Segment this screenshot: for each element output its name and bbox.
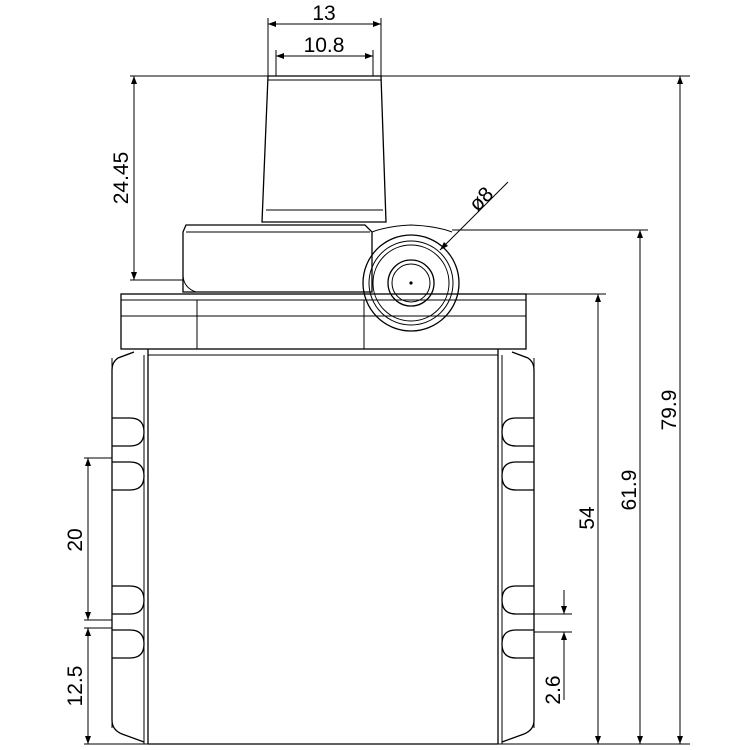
cap-shoulder	[182, 224, 373, 293]
dim-total-height: 79.9	[381, 75, 690, 745]
dim-body-height: 54	[130, 293, 606, 744]
dim-port-height: 61.9	[452, 229, 648, 744]
dim-label-79-9: 79.9	[658, 390, 681, 431]
flange	[120, 293, 527, 350]
dim-groove-depth: 2.6	[534, 590, 572, 705]
dim-label-2-6: 2.6	[542, 675, 565, 704]
dim-top-outer-width: 13	[267, 2, 382, 76]
dim-groove-spacing: 20	[64, 457, 112, 621]
dim-label-12-5: 12.5	[64, 666, 87, 707]
dim-label-20: 20	[64, 528, 87, 551]
dim-label-54: 54	[576, 506, 599, 530]
left-rail	[111, 351, 145, 743]
dim-bottom-groove-height: 12.5	[64, 627, 148, 745]
dim-stem-height: 24.45	[110, 75, 268, 281]
right-rail	[501, 351, 535, 743]
dim-port-diameter: ø8	[439, 181, 509, 251]
side-port	[362, 224, 460, 332]
dim-label-d8: ø8	[465, 183, 499, 217]
top-stem	[261, 75, 387, 223]
dim-label-10-8: 10.8	[304, 34, 345, 57]
dim-label-13: 13	[312, 2, 335, 25]
dim-label-61-9: 61.9	[618, 470, 641, 511]
main-body	[143, 349, 503, 745]
dim-label-24-45: 24.45	[110, 152, 133, 205]
dim-top-inner-width: 10.8	[275, 34, 374, 76]
